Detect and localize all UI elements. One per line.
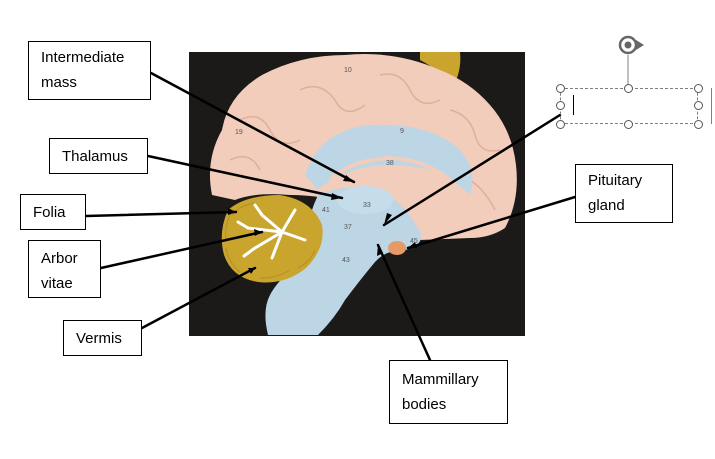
model-number: 19 [235,129,243,136]
model-number: 45 [410,238,418,245]
model-number: 33 [363,202,371,209]
resize-handle-icon[interactable] [556,101,565,110]
partial-text-box[interactable] [711,88,715,124]
pituitary-gland [388,241,406,255]
label-intermediate-mass[interactable]: Intermediate mass [28,41,151,100]
label-pituitary-gland[interactable]: Pituitary gland [575,164,673,223]
brain-model-photo: 10 19 9 38 33 37 41 43 45 [189,52,525,336]
resize-handle-icon[interactable] [694,84,703,93]
label-arbor-vitae[interactable]: Arbor vitae [28,240,101,298]
model-number: 43 [342,257,350,264]
resize-handle-icon[interactable] [694,101,703,110]
rotate-handle-icon[interactable] [618,35,644,55]
label-vermis[interactable]: Vermis [63,320,142,356]
arbor-vitae [236,203,307,260]
resize-handle-icon[interactable] [556,84,565,93]
selected-text-box[interactable] [560,88,698,124]
resize-handle-icon[interactable] [694,120,703,129]
resize-handle-icon[interactable] [556,120,565,129]
leader-lines [84,71,577,362]
label-thalamus[interactable]: Thalamus [49,138,148,174]
resize-handle-icon[interactable] [624,120,633,129]
model-number: 37 [344,224,352,231]
brainstem [265,187,421,335]
text-cursor [573,95,574,115]
thalamus-region [337,186,393,214]
resize-handle-icon[interactable] [624,84,633,93]
model-number: 9 [400,128,404,135]
model-number: 10 [344,67,352,74]
model-number: 41 [322,207,330,214]
label-mammillary-bodies[interactable]: Mammillary bodies [389,360,508,424]
model-number: 38 [386,160,394,167]
label-folia[interactable]: Folia [20,194,86,230]
